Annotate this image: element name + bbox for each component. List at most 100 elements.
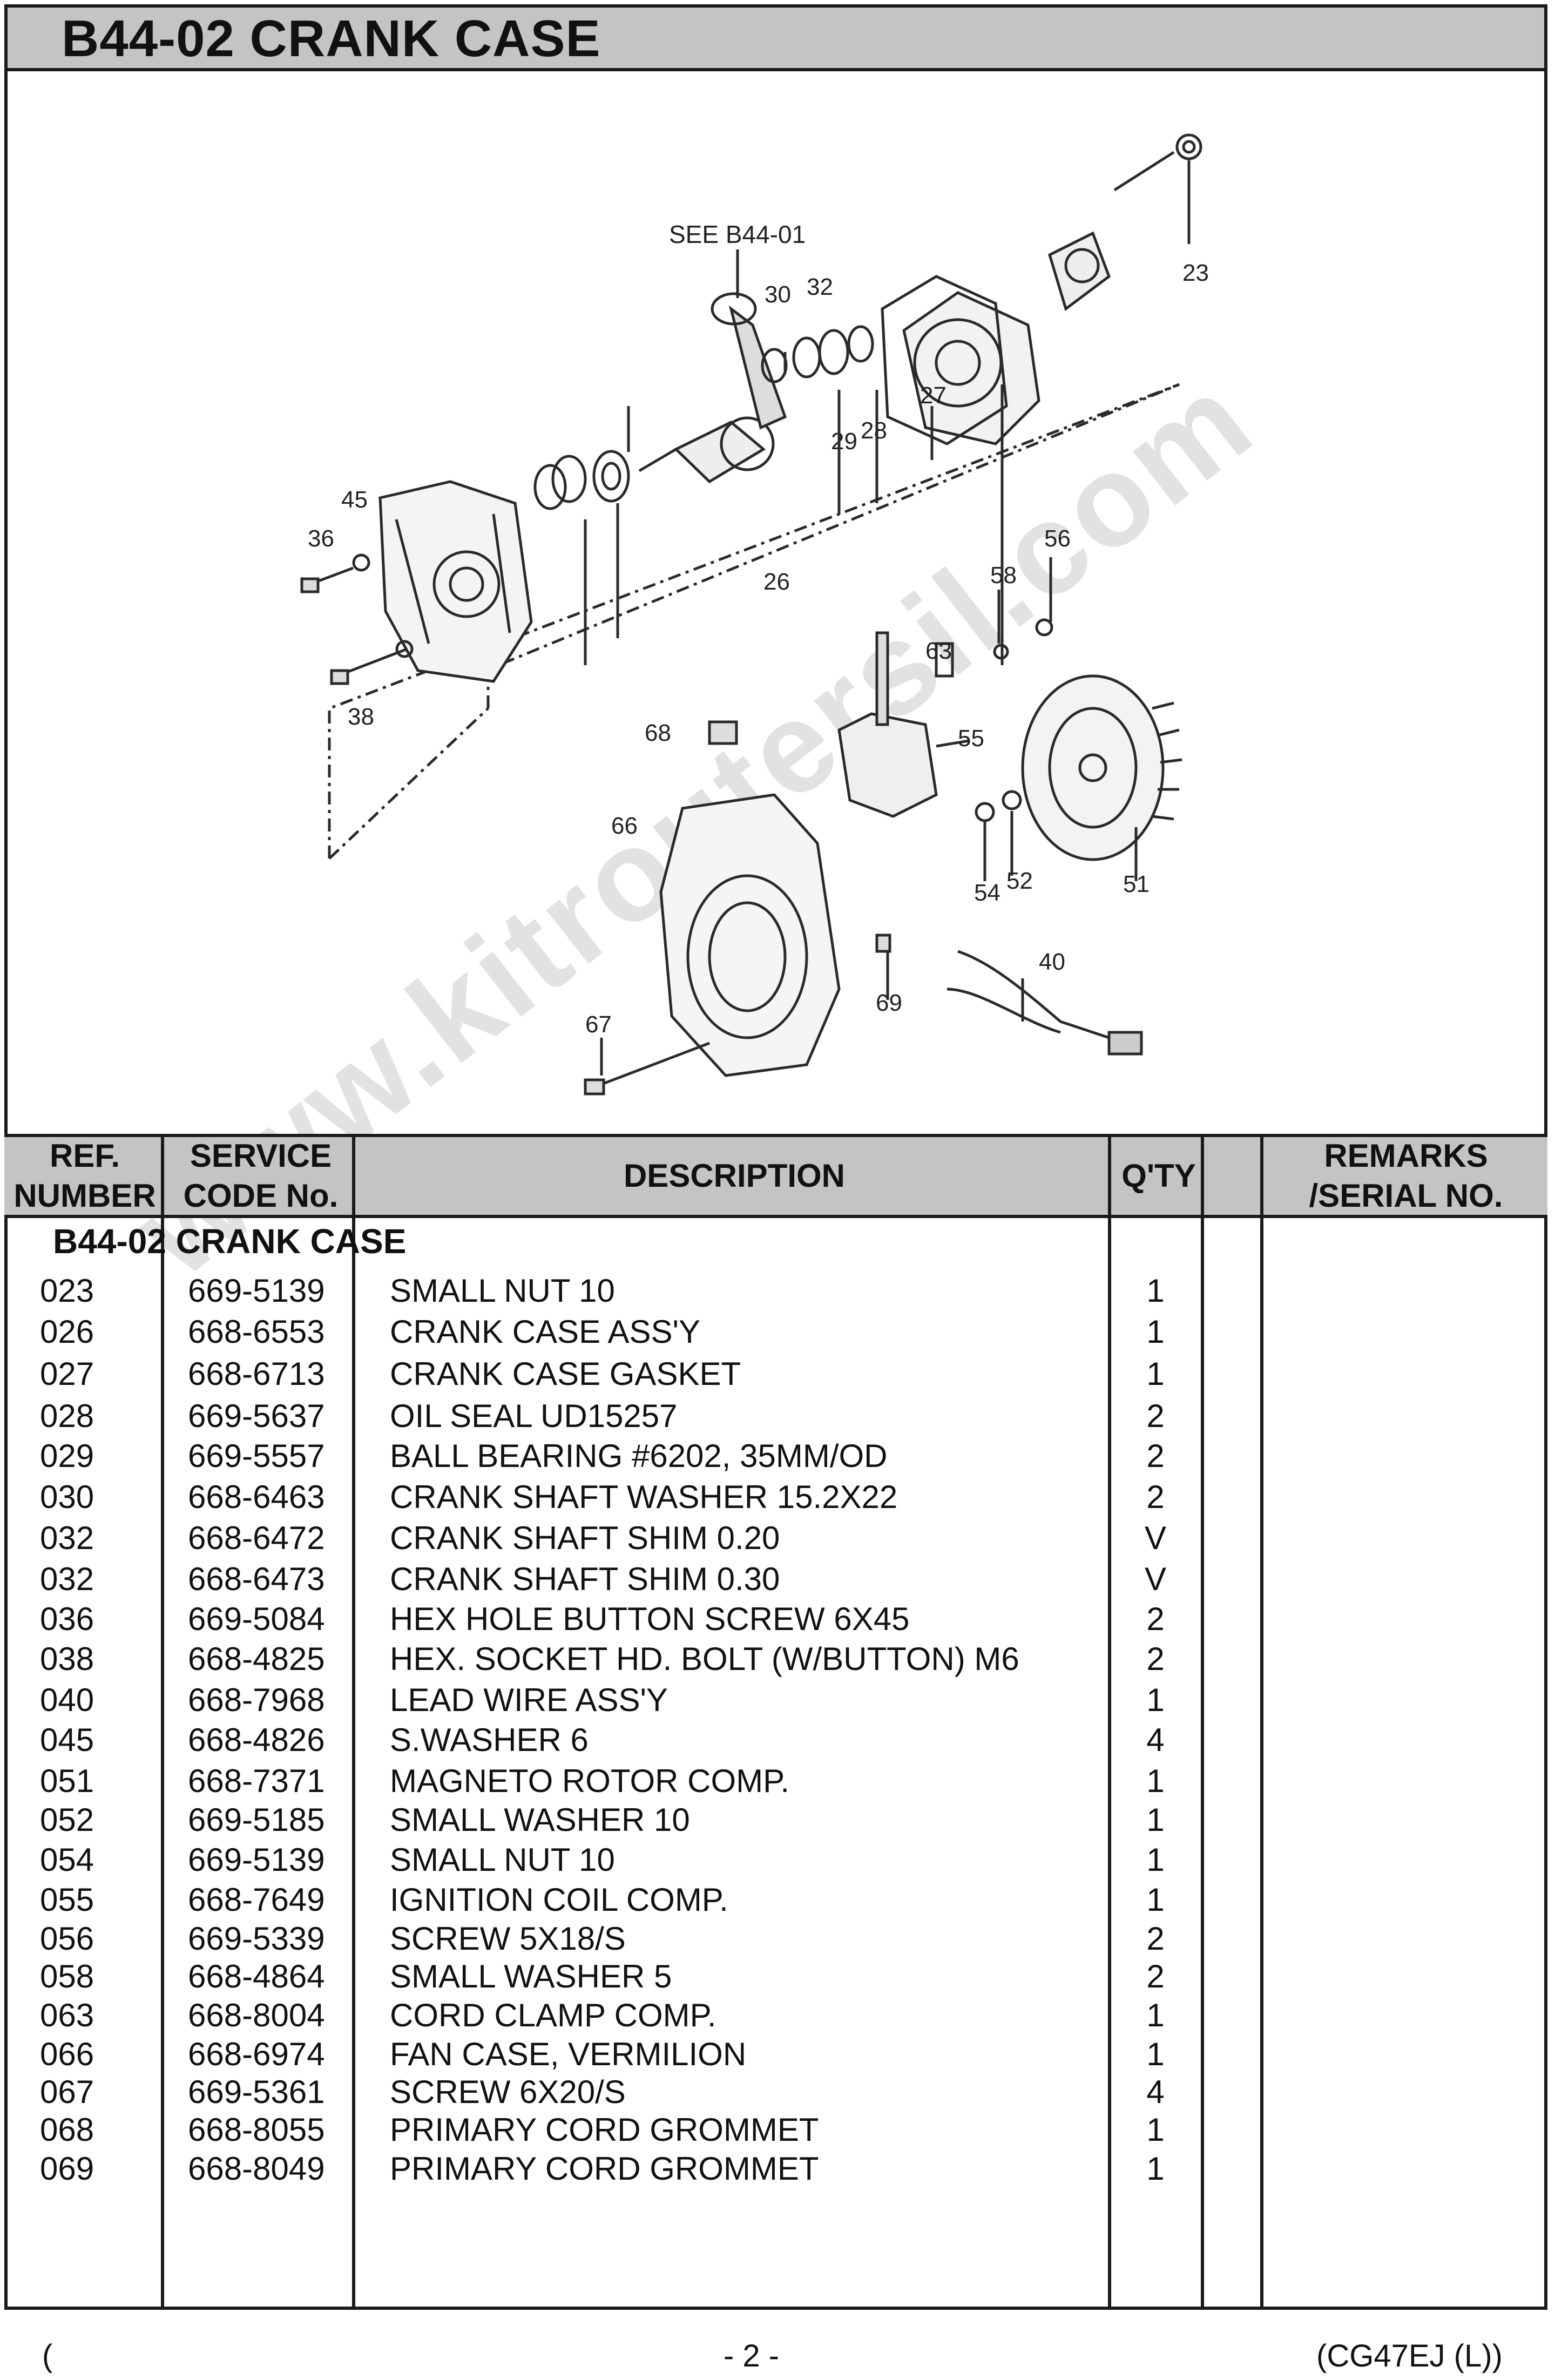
callout-number: 27 <box>920 382 946 409</box>
ref-number: 051 <box>40 1763 94 1799</box>
callout-number: 66 <box>611 813 638 839</box>
title-bar: B44-02 CRANK CASE <box>4 4 1547 71</box>
ref-number: 036 <box>40 1601 94 1637</box>
header-remarks: REMARKS/SERIAL NO. <box>1309 1138 1503 1214</box>
ref-number: 052 <box>40 1802 94 1838</box>
fan-case <box>659 720 841 1077</box>
description: CRANK CASE GASKET <box>390 1356 741 1392</box>
page-title: B44-02 CRANK CASE <box>62 10 601 67</box>
description: CRANK SHAFT WASHER 15.2X22 <box>390 1479 898 1515</box>
quantity: 2 <box>1146 1601 1165 1637</box>
service-code: 668-7649 <box>188 1882 325 1918</box>
quantity: 4 <box>1146 1722 1165 1758</box>
column-divider <box>1108 1134 1111 2310</box>
quantity: 1 <box>1146 1997 1165 2033</box>
section-heading: B44-02 CRANK CASE <box>53 1222 407 1261</box>
quantity: 1 <box>1146 1763 1165 1799</box>
header-qty: Q'TY <box>1121 1158 1196 1194</box>
service-code: 668-4864 <box>188 1958 325 1994</box>
callout-number: 45 <box>341 486 368 513</box>
page-footer: ( - 2 - (CG47EJ (L)) <box>0 2338 1555 2376</box>
callout-number: 36 <box>308 525 334 552</box>
description: SMALL WASHER 10 <box>390 1802 690 1838</box>
callout-number: 56 <box>1044 525 1071 552</box>
column-divider <box>352 1134 355 2310</box>
quantity: 1 <box>1146 1842 1165 1878</box>
callout-number: 38 <box>348 704 374 730</box>
callout-number: 52 <box>1006 868 1033 894</box>
quantity: 1 <box>1146 1356 1165 1392</box>
description: FAN CASE, VERMILION <box>390 2036 747 2072</box>
model-code: (CG47EJ (L)) <box>1316 2338 1503 2374</box>
quantity: 1 <box>1146 1802 1165 1838</box>
see-reference-label: SEE B44-01 <box>669 220 806 248</box>
service-code: 669-5185 <box>188 1802 325 1838</box>
ref-number: 028 <box>40 1398 94 1434</box>
callout-number: 32 <box>807 274 833 300</box>
quantity: V <box>1145 1561 1167 1597</box>
service-code: 668-8049 <box>188 2151 325 2187</box>
quantity: V <box>1145 1520 1167 1556</box>
service-code: 668-6473 <box>188 1561 325 1597</box>
description: IGNITION COIL COMP. <box>390 1882 728 1918</box>
service-code: 668-6472 <box>188 1520 325 1556</box>
quantity: 2 <box>1146 1641 1165 1677</box>
screw-67 <box>584 1038 710 1096</box>
service-code: 668-4825 <box>188 1641 325 1677</box>
ref-number: 027 <box>40 1356 94 1392</box>
description: HEX HOLE BUTTON SCREW 6X45 <box>390 1601 910 1637</box>
description: SMALL NUT 10 <box>390 1842 615 1878</box>
description: SMALL NUT 10 <box>390 1273 615 1309</box>
ref-number: 068 <box>40 2112 94 2148</box>
part-23-nut <box>1113 133 1202 244</box>
description: SCREW 5X18/S <box>390 1921 626 1957</box>
service-code: 669-5557 <box>188 1438 325 1474</box>
ref-number: 056 <box>40 1921 94 1957</box>
callout-number: 29 <box>831 428 857 455</box>
table-row: 052 669-5185 SMALL WASHER 10 1 <box>0 1800 1555 1840</box>
column-divider <box>161 1134 164 2310</box>
footer-left: ( <box>42 2338 53 2374</box>
screws-right <box>935 557 1053 678</box>
service-code: 668-6553 <box>188 1314 325 1350</box>
callout-number: 54 <box>974 880 1000 906</box>
crank-case-right <box>881 231 1111 445</box>
description: OIL SEAL UD15257 <box>390 1398 678 1434</box>
description: CRANK SHAFT SHIM 0.20 <box>390 1520 780 1556</box>
quantity: 2 <box>1146 1398 1165 1434</box>
quantity: 2 <box>1146 1958 1165 1994</box>
description: PRIMARY CORD GROMMET <box>390 2112 819 2148</box>
ref-number: 069 <box>40 2151 94 2187</box>
ref-number: 055 <box>40 1882 94 1918</box>
column-divider <box>1260 1134 1263 2310</box>
callout-number: 26 <box>763 569 790 595</box>
ref-number: 038 <box>40 1641 94 1677</box>
service-code: 669-5139 <box>188 1842 325 1878</box>
ignition-coil <box>837 631 969 818</box>
description: CRANK SHAFT SHIM 0.30 <box>390 1561 780 1597</box>
description: SCREW 6X20/S <box>390 2074 626 2110</box>
quantity: 1 <box>1146 1314 1165 1350</box>
ref-number: 066 <box>40 2036 94 2072</box>
header-ref-number: REF.NUMBER <box>13 1138 156 1214</box>
quantity: 1 <box>1146 1682 1165 1718</box>
description: MAGNETO ROTOR COMP. <box>390 1763 790 1799</box>
crankshaft <box>638 292 787 484</box>
ref-number: 045 <box>40 1722 94 1758</box>
quantity: 1 <box>1146 1882 1165 1918</box>
quantity: 1 <box>1146 2151 1165 2187</box>
description: CORD CLAMP COMP. <box>390 1997 716 2033</box>
magneto-rotor <box>975 674 1182 861</box>
ref-number: 029 <box>40 1438 94 1474</box>
